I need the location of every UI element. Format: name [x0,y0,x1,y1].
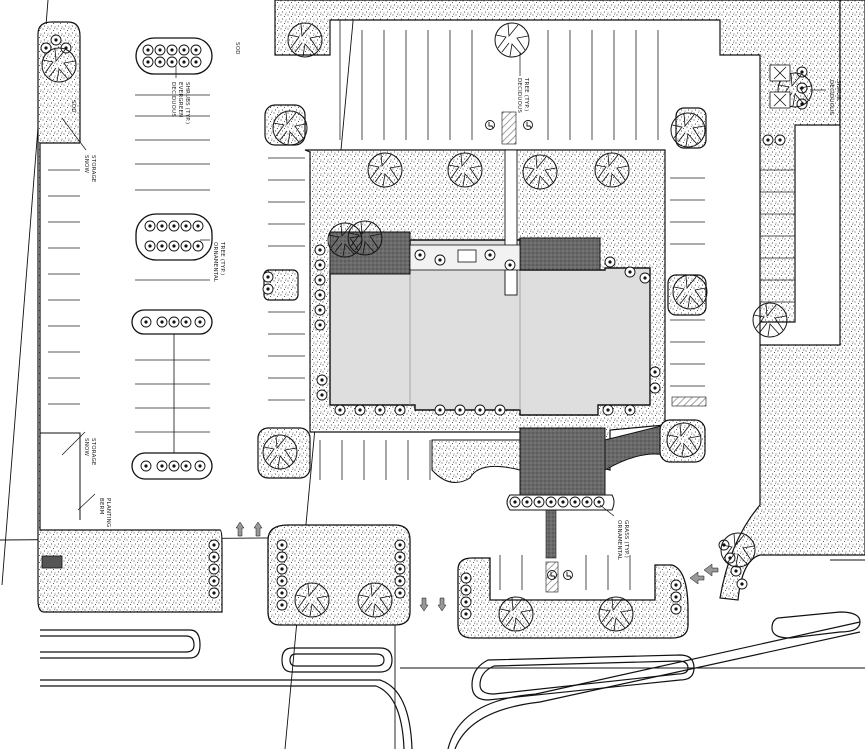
label-deciduous-shrubs-1: DECIDUOUS [170,82,176,117]
parking-stalls-top [339,20,659,140]
parking-island-4 [131,452,213,480]
leader-lines [61,52,826,517]
label-snow-storage-top: SNOW [83,155,89,174]
label-sod-right: SOD [234,42,240,55]
label-sod-left: SOD [70,100,76,113]
left-landscape-strip [37,21,223,613]
label-berm-planting-1: BERM [98,498,104,515]
parking-island-1 [135,37,213,75]
label-ornamental-grass-2: GRASS (TYP.) [623,520,629,558]
label-deciduous-shrubs-2: EVERGREEN [177,82,183,117]
label-deciduous-tree-1: DECIDUOUS [516,78,522,113]
label-berm-planting-2: PLANTING [105,498,111,527]
parking-island-2 [135,213,213,261]
label-deciduous-tree-2: TREE (TYP.) [523,77,529,111]
parking-stalls-left [48,94,305,433]
label-deciduous-shrubs-3: SHRUBS (TYP.) [184,82,190,124]
traffic-arrow-icon [235,521,719,612]
parking-stalls-right [670,169,795,387]
label-snow-storage-bottom-2: STORAGE [90,438,96,466]
label-snow-storage-bottom: SNOW [83,438,89,457]
label-ornamental-grass-1: ORNAMENTAL [616,520,622,561]
label-deciduous-right-1: DECIDUOUS [828,80,834,115]
label-ornamental-tree-2: TREE (TYP.) [219,241,225,275]
right-landscape-strip [719,0,865,601]
plan-labels: SNOW STORAGE SNOW STORAGE DECIDUOUS EVER… [70,42,841,561]
parking-island-3 [131,309,213,335]
patio-left [329,231,411,275]
front-island-right [457,557,689,639]
front-plaza [519,427,606,499]
label-deciduous-right-2: SHRUB [835,80,841,100]
label-snow-storage-top-2: STORAGE [90,155,96,183]
road-medians [40,611,861,749]
utility-boxes [41,64,791,569]
patio-right [519,237,601,271]
parking-stalls-bottom [319,440,631,590]
label-ornamental-tree-1: ORNAMENTAL [212,242,218,283]
